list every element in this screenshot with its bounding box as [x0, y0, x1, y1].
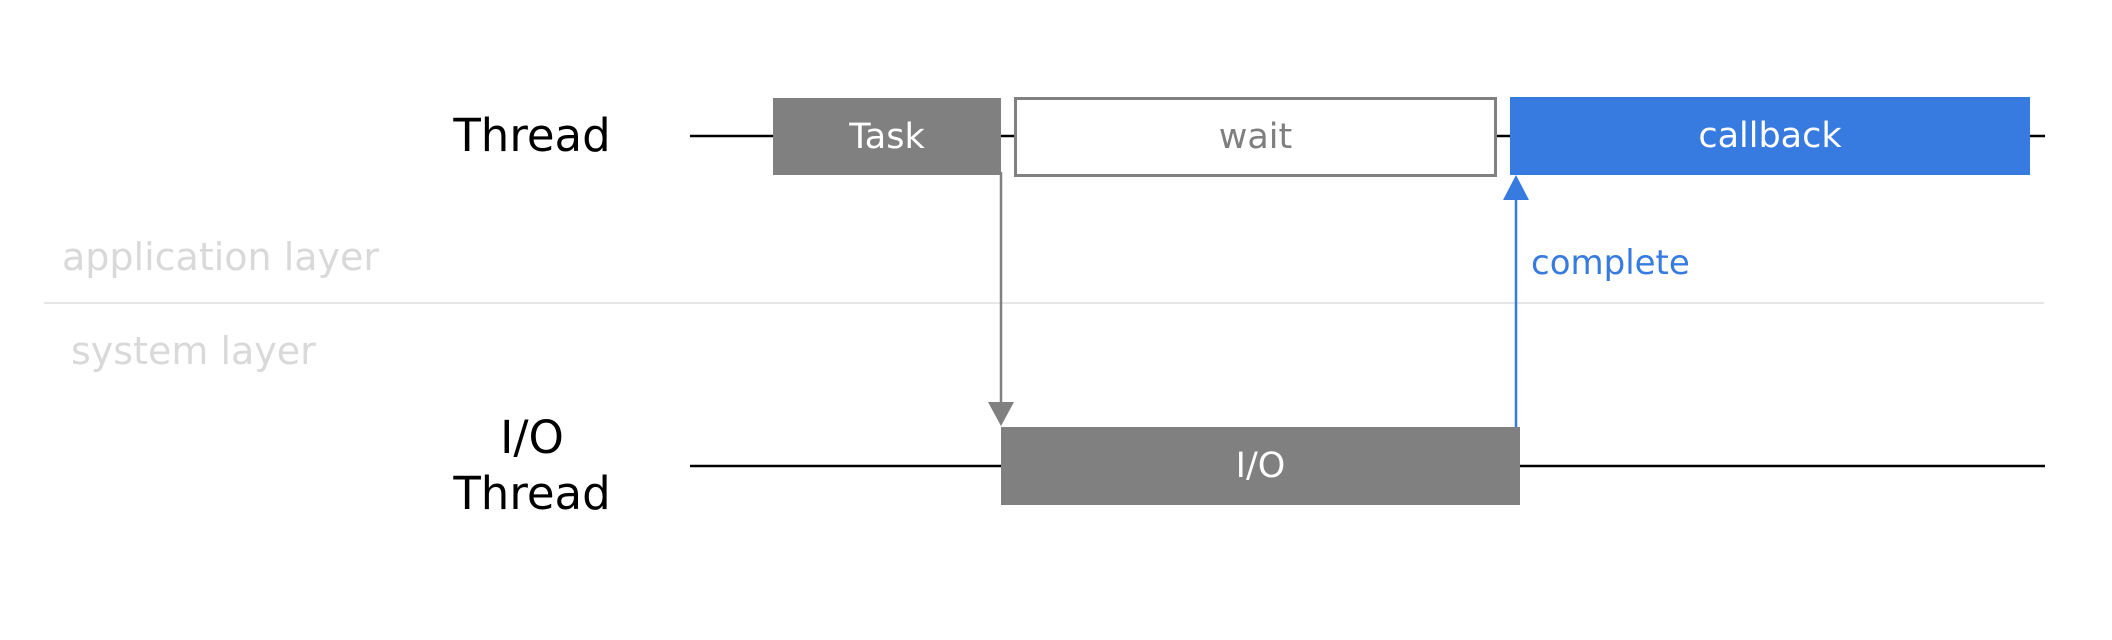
thread-label: Thread [453, 109, 611, 162]
callback-block: callback [1510, 97, 2030, 175]
complete-label: complete [1531, 243, 1690, 283]
application-layer-label: application layer [62, 235, 380, 279]
system-layer-label: system layer [71, 329, 316, 373]
io-block: I/O [1001, 427, 1520, 505]
wait-block: wait [1014, 97, 1497, 177]
io-thread-label-line2: Thread [453, 467, 611, 520]
io-thread-label-line1: I/O [500, 411, 564, 464]
complete-arrow-head [1503, 175, 1529, 200]
task-block: Task [773, 98, 1001, 175]
dispatch-arrow-head [988, 402, 1014, 426]
